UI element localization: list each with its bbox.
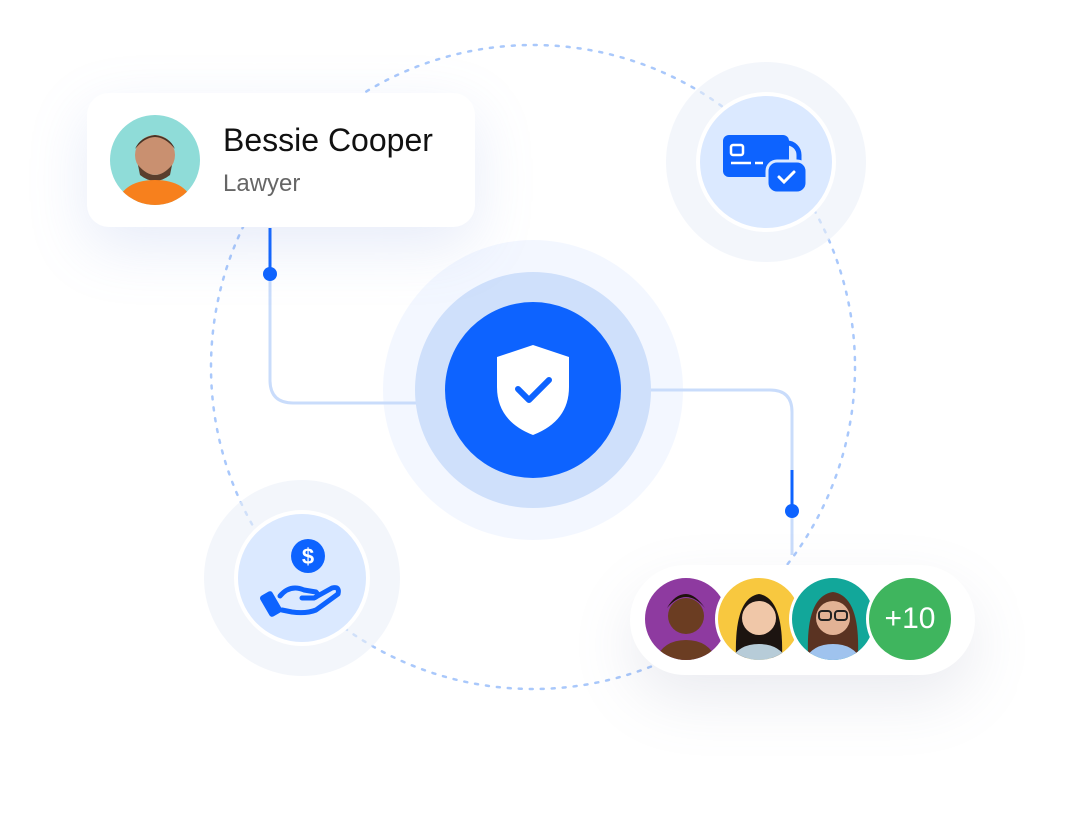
credit-card-lock-icon — [723, 135, 809, 195]
right-connector-dot — [785, 504, 799, 518]
shield-check-icon — [497, 345, 569, 435]
profile-avatar — [110, 115, 200, 205]
profile-card[interactable]: Bessie Cooper Lawyer — [87, 93, 475, 227]
secure-card-node[interactable] — [696, 92, 836, 232]
profile-name: Bessie Cooper — [223, 122, 433, 158]
payment-node[interactable]: $ — [234, 510, 370, 646]
member-avatar-2[interactable] — [715, 575, 803, 663]
svg-text:$: $ — [302, 544, 314, 569]
orbit-dashed-circle — [209, 43, 857, 691]
member-avatar-3[interactable] — [789, 575, 877, 663]
left-connector — [268, 228, 420, 405]
more-members-badge[interactable]: +10 — [866, 575, 954, 663]
hand-dollar-icon: $ — [260, 539, 341, 617]
profile-role: Lawyer — [223, 170, 301, 197]
more-members-count: +10 — [884, 602, 936, 635]
shield-check-button[interactable] — [445, 302, 621, 478]
right-connector — [645, 388, 794, 555]
left-connector-dot — [263, 267, 277, 281]
